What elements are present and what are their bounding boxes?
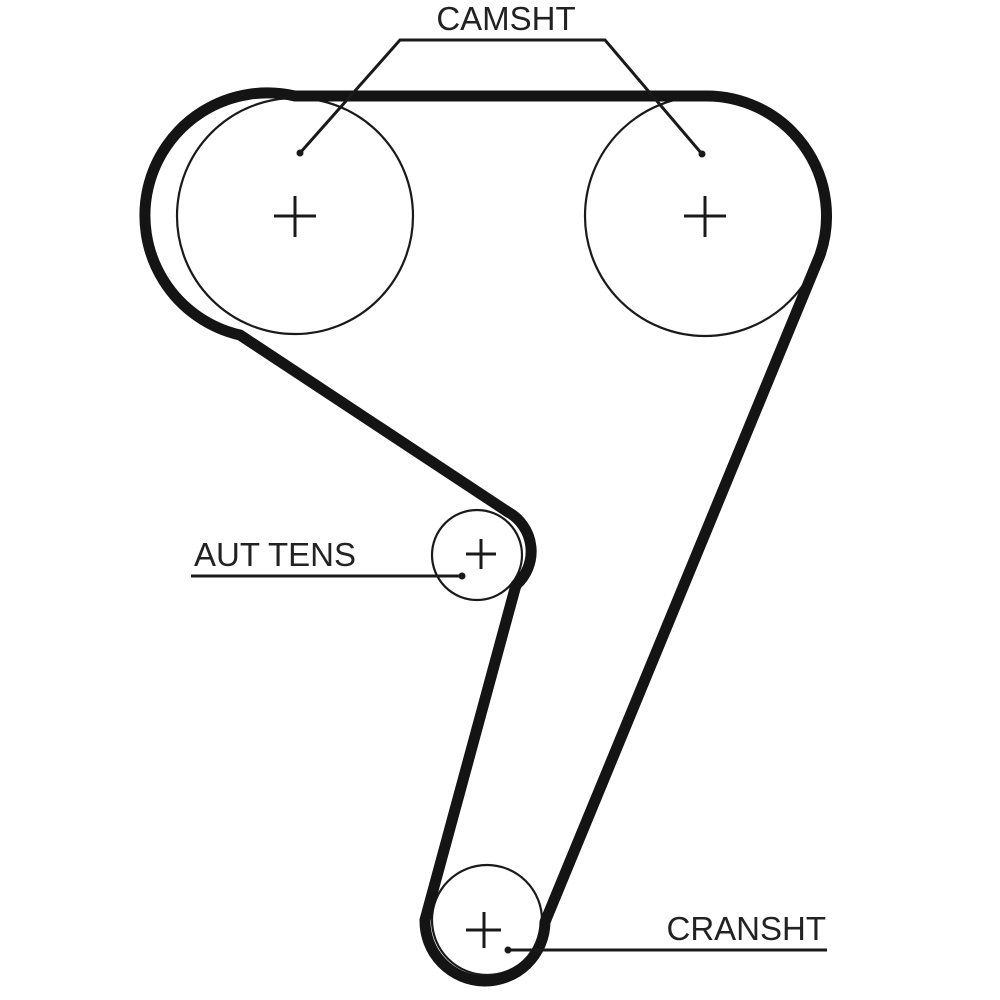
crankshaft-leader xyxy=(504,946,827,954)
crankshaft-label: CRANSHT xyxy=(666,910,826,947)
pulley-auto-tensioner xyxy=(430,508,524,602)
camshaft-leader xyxy=(296,38,706,158)
leader-dot xyxy=(698,150,706,158)
leader-dot xyxy=(296,149,304,157)
timing-belt xyxy=(139,87,832,987)
pulley-camshaft-left xyxy=(175,96,415,336)
tensioner-leader xyxy=(191,572,466,580)
leader-line xyxy=(298,38,704,155)
camshaft-label: CAMSHT xyxy=(436,0,575,37)
pulley-circle xyxy=(430,508,524,602)
leader-dot xyxy=(504,946,512,954)
tensioner-label: AUT TENS xyxy=(194,536,356,573)
leader-dot xyxy=(458,572,466,580)
